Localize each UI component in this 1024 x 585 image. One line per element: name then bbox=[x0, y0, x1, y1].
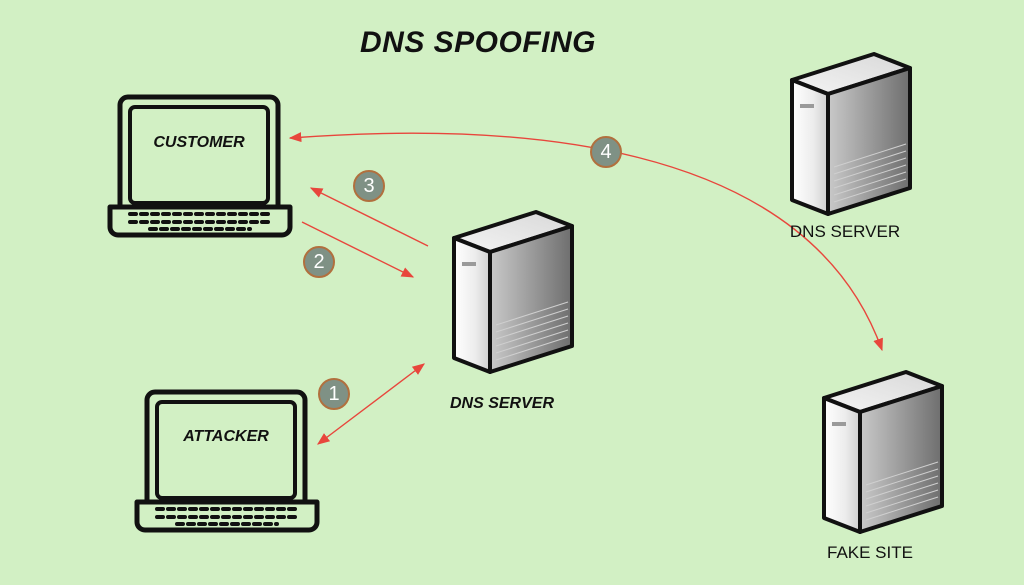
diagram-title: DNS SPOOFING bbox=[359, 26, 597, 59]
arrow-step-4 bbox=[288, 132, 883, 352]
attacker-label: ATTACKER bbox=[183, 428, 269, 445]
fake-site-server-icon bbox=[822, 370, 944, 534]
attacker-laptop-icon bbox=[137, 392, 317, 530]
step-badge-1: 1 bbox=[318, 378, 350, 410]
center-dns-server-label: DNS SERVER bbox=[449, 395, 555, 412]
step-badge-2: 2 bbox=[303, 246, 335, 278]
arrow-step-1 bbox=[316, 363, 426, 445]
right-dns-server-label: DNS SERVER bbox=[789, 222, 901, 241]
step-badge-4: 4 bbox=[590, 136, 622, 168]
fake-site-label: FAKE SITE bbox=[827, 543, 913, 562]
step-badge-3: 3 bbox=[353, 170, 385, 202]
center-dns-server-icon bbox=[452, 210, 574, 374]
right-dns-server-icon bbox=[790, 52, 912, 216]
customer-label: CUSTOMER bbox=[153, 134, 245, 151]
customer-laptop-icon bbox=[110, 97, 290, 235]
